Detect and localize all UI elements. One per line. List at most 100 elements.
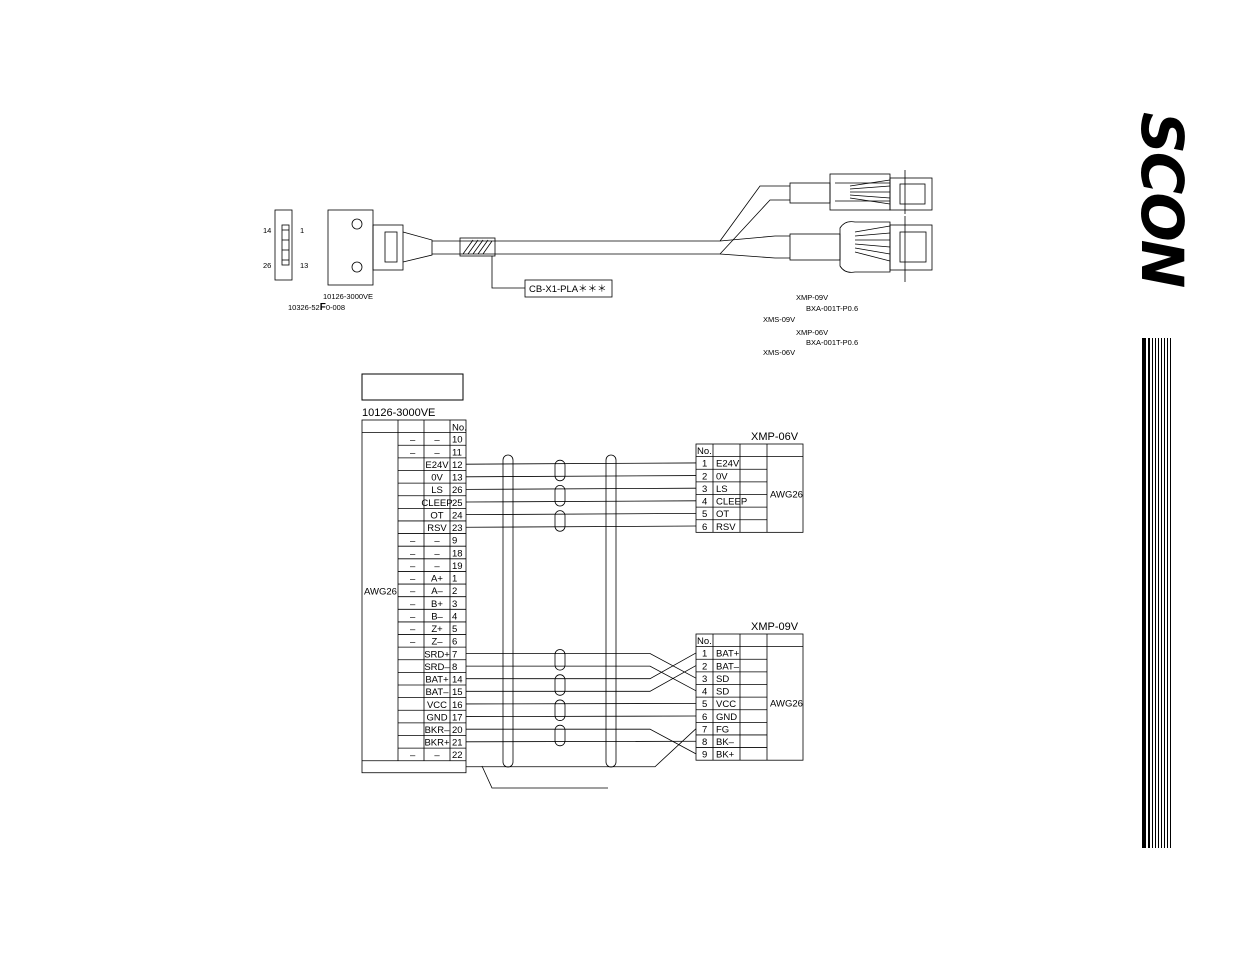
pin-label-1: 1 [300, 226, 304, 235]
twisted-pair-marker [554, 485, 566, 507]
left-row-signal: GND [426, 712, 447, 723]
right_table_9-row-signal: SD [716, 687, 729, 698]
right_table_9-row-no: 7 [702, 724, 707, 735]
wire-line [465, 525, 697, 528]
left-row-no: 1 [452, 574, 457, 585]
wire-line [465, 487, 697, 490]
left-row-c1: – [410, 548, 416, 559]
wire-line [466, 653, 697, 679]
pin-label-14: 14 [263, 226, 271, 235]
left-row-signal: – [434, 435, 440, 446]
shell-part-number: 10326-52F0-008 [288, 302, 345, 313]
left-row-c1: – [410, 447, 416, 458]
right_table_6-row-signal: CLEEP [716, 497, 747, 508]
p6-socket: XMS-06V [763, 348, 795, 357]
left-row-signal: VCC [427, 700, 447, 711]
right_table_9-row-no: 3 [702, 674, 707, 685]
left-row-signal: A+ [431, 574, 443, 585]
drain-wire [466, 728, 697, 768]
right_table_6-row-no: 2 [702, 471, 707, 482]
right_table_9-no-header: No. [697, 636, 712, 647]
right_table_9-row-no: 1 [702, 649, 707, 660]
right_table_6-row-no: 5 [702, 509, 707, 520]
left-row-no: 13 [452, 473, 463, 484]
left-row-no: 7 [452, 649, 457, 660]
twisted-pair-marker [554, 459, 566, 482]
shield-band-right [605, 454, 617, 768]
left-row-no: 8 [452, 662, 457, 673]
right_table_6-row-signal: RSV [716, 522, 736, 533]
right_table_6-title: XMP-06V [751, 431, 799, 443]
left-row-signal: – [434, 750, 440, 761]
right_table_6-no-header: No. [697, 446, 712, 457]
left-row-no: 9 [452, 536, 457, 547]
left-wire-gauge: AWG26 [364, 586, 397, 597]
right_table_9-row-signal: FG [716, 724, 729, 735]
right_table_9-row-no: 4 [702, 687, 707, 698]
p6-housing: XMP-06V [796, 328, 828, 337]
left-no-header: No. [452, 423, 467, 434]
right_table_9-row-signal: BAT+ [716, 649, 740, 660]
right_table_9-row-signal: VCC [716, 699, 736, 710]
left-row-signal: RSV [427, 523, 447, 534]
left-row-no: 3 [452, 599, 457, 610]
right_table_6-row-signal: LS [716, 484, 728, 495]
right_table_9-row-signal: BAT– [716, 661, 740, 672]
connector-xmp09-drawing [789, 170, 933, 214]
wire-line [465, 475, 697, 478]
left-row-signal: – [434, 548, 440, 559]
connector-pin-face [274, 209, 293, 281]
left-row-signal: A– [431, 586, 443, 597]
shield-band-left [502, 454, 514, 768]
left-row-no: 4 [452, 611, 457, 622]
p9-housing: XMP-09V [796, 293, 828, 302]
left-row-signal: LS [431, 485, 443, 496]
logo-rule-band [1142, 338, 1172, 848]
left-row-signal: – [434, 561, 440, 572]
left-row-signal: BAT+ [425, 675, 449, 686]
connector-xmp06-drawing [789, 216, 933, 282]
left-connector-title: 10126-3000VE [362, 407, 435, 419]
left-row-no: 6 [452, 637, 457, 648]
main-cable [432, 185, 790, 298]
plug-part-number: 10126-3000VE [323, 292, 373, 301]
left-row-c1: – [410, 637, 416, 648]
right_table_6-row-signal: OT [716, 509, 729, 520]
right_table_9-row-no: 5 [702, 699, 707, 710]
wire-line [465, 500, 697, 503]
left-row-c1: – [410, 574, 416, 585]
diagram-title-box [361, 373, 464, 401]
wires [465, 459, 697, 768]
left-row-no: 5 [452, 624, 457, 635]
left-row-no: 14 [452, 675, 463, 686]
left-row-signal: 0V [431, 473, 443, 484]
left-row-c1: – [410, 599, 416, 610]
left-row-signal: SRD+ [424, 649, 450, 660]
shield-overlays [502, 454, 617, 768]
twisted-pair-marker [554, 674, 566, 696]
left-row-no: 2 [452, 586, 457, 597]
twisted-pair-marker [554, 699, 566, 721]
left-row-no: 23 [452, 523, 463, 534]
left-row-signal: BKR+ [424, 738, 450, 749]
wire-line [465, 462, 697, 465]
left-row-c1: – [410, 435, 416, 446]
twisted-pair-marker [554, 724, 566, 747]
wire-line [466, 665, 697, 692]
left-row-no: 21 [452, 738, 463, 749]
scon-logo: SCON [1120, 108, 1200, 348]
right_table_9-row-signal: BK+ [716, 750, 735, 761]
left-row-c1: – [410, 586, 416, 597]
twisted-pair-marker [554, 649, 566, 671]
right_table_9-wire-gauge: AWG26 [770, 698, 803, 709]
wire-line [465, 715, 697, 717]
left-row-no: 15 [452, 687, 463, 698]
scon-logo-text: SCON [1128, 112, 1196, 288]
p9-socket: XMS-09V [763, 315, 795, 324]
right_table_9-row-no: 6 [702, 712, 707, 723]
right_table_9-row-signal: BK– [716, 737, 735, 748]
wire-line [466, 665, 697, 692]
